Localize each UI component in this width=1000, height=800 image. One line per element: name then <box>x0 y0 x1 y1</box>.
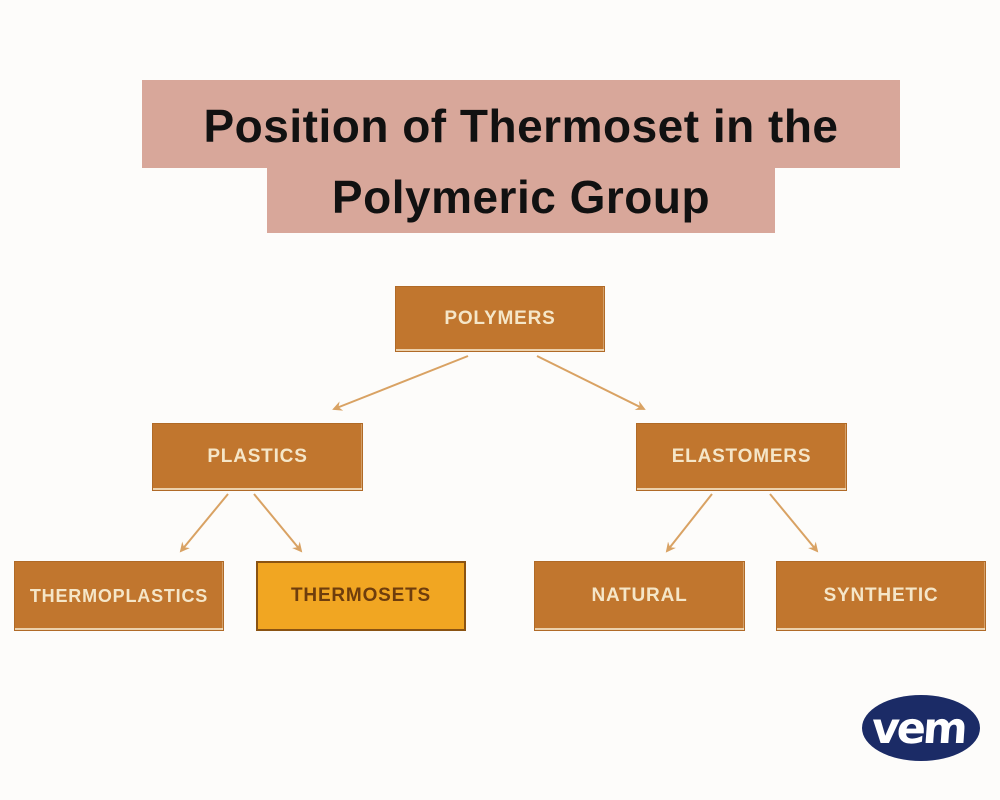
node-elastomers: ELASTOMERS <box>636 423 847 491</box>
node-natural: NATURAL <box>534 561 745 631</box>
edge-polymers-elastomers <box>536 355 646 410</box>
node-thermoplastics: THERMOPLASTICS <box>14 561 224 631</box>
edge-elastomers-synthetic <box>769 493 819 553</box>
node-synthetic: SYNTHETIC <box>776 561 986 631</box>
edge-elastomers-natural <box>665 493 713 553</box>
page-title-line-1: Position of Thermoset in the <box>142 80 900 168</box>
vem-logo-text: vem <box>870 704 967 754</box>
edge-plastics-thermosets <box>253 493 303 553</box>
node-polymers: POLYMERS <box>395 286 605 352</box>
page-title-line-2: Polymeric Group <box>267 168 775 233</box>
vem-logo: vem <box>862 695 980 761</box>
node-thermosets-highlighted: THERMOSETS <box>256 561 466 631</box>
node-plastics: PLASTICS <box>152 423 363 491</box>
edge-polymers-plastics <box>332 355 469 411</box>
vem-logo-ellipse <box>862 695 980 761</box>
edge-plastics-thermoplastics <box>179 493 229 553</box>
